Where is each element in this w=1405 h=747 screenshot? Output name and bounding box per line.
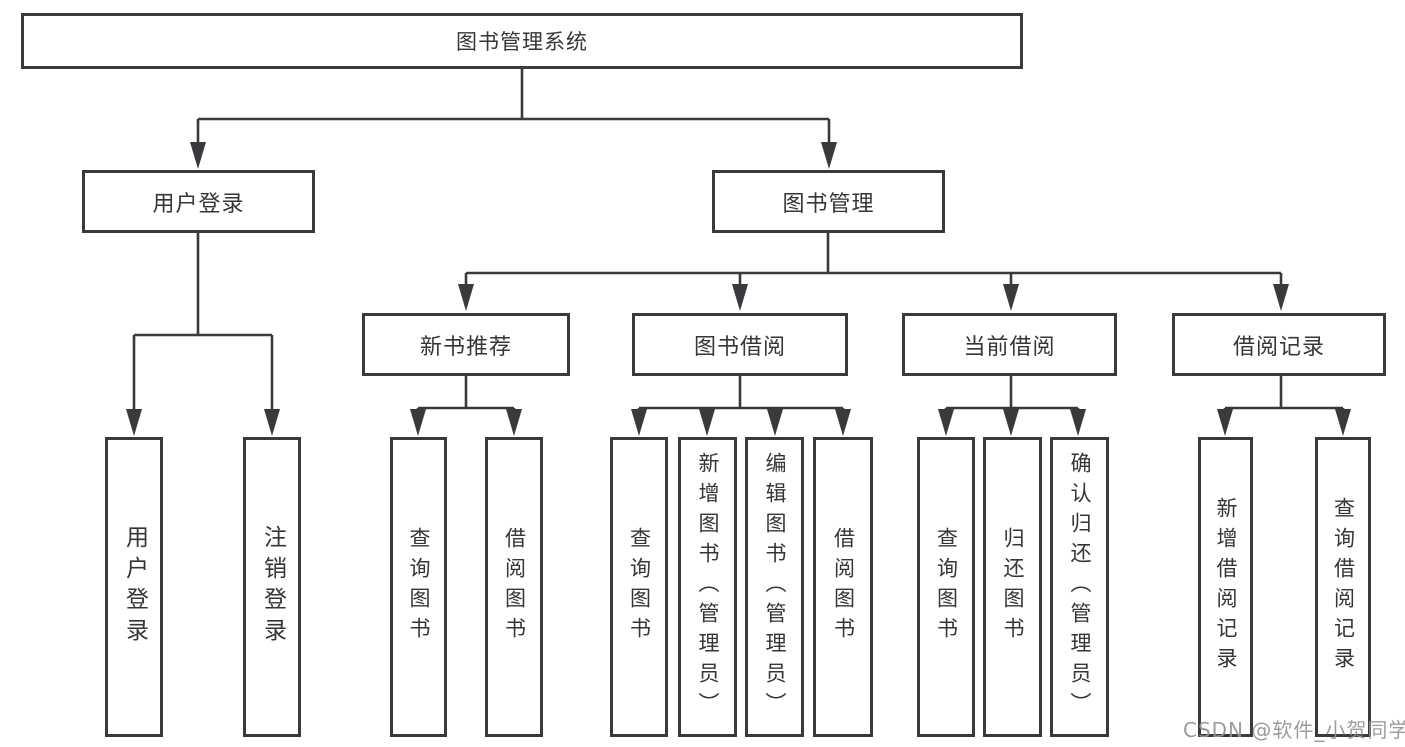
- leaf-label: 借阅图书: [831, 527, 856, 647]
- node-book-borrow: 图书借阅: [632, 313, 848, 376]
- leaf-label: 归还图书: [1001, 527, 1025, 647]
- leaf-label: 编辑图书（管理员）: [763, 452, 787, 722]
- node-user-login: 用户登录: [82, 170, 315, 233]
- node-book-management: 图书管理: [712, 170, 945, 233]
- leaf-label: 新增图书（管理员）: [696, 452, 720, 722]
- leaf-label: 查询借阅记录: [1331, 497, 1356, 677]
- leaf-add-book-admin: 新增图书（管理员）: [678, 437, 737, 737]
- leaf-add-borrow-record: 新增借阅记录: [1198, 437, 1253, 737]
- leaf-label: 查询图书: [407, 527, 431, 647]
- leaf-label: 查询图书: [934, 527, 959, 647]
- leaf-label: 注销登录: [259, 525, 286, 649]
- csdn-watermark: CSDN @软件_小贺同学: [1183, 718, 1405, 742]
- leaf-label: 查询图书: [627, 527, 652, 647]
- node-root: 图书管理系统: [21, 13, 1023, 69]
- leaf-label: 用户登录: [121, 525, 148, 649]
- leaf-query-book-2: 查询图书: [610, 437, 668, 737]
- leaf-label: 确认归还（管理员）: [1068, 452, 1092, 722]
- node-borrow-records: 借阅记录: [1172, 313, 1386, 376]
- leaf-borrow-book-2: 借阅图书: [813, 437, 873, 737]
- leaf-query-borrow-record: 查询借阅记录: [1315, 437, 1371, 737]
- leaf-borrow-book-1: 借阅图书: [485, 437, 543, 737]
- node-current-borrow: 当前借阅: [902, 313, 1117, 376]
- leaf-label: 新增借阅记录: [1214, 497, 1238, 677]
- node-new-book-recommend: 新书推荐: [362, 313, 570, 376]
- leaf-label: 借阅图书: [502, 527, 527, 647]
- leaf-query-book-3: 查询图书: [917, 437, 975, 737]
- leaf-confirm-return-admin: 确认归还（管理员）: [1050, 437, 1109, 737]
- leaf-edit-book-admin: 编辑图书（管理员）: [745, 437, 804, 737]
- leaf-return-book: 归还图书: [983, 437, 1042, 737]
- leaf-user-login: 用户登录: [105, 437, 163, 737]
- leaf-query-book-1: 查询图书: [390, 437, 447, 737]
- leaf-logout: 注销登录: [243, 437, 301, 737]
